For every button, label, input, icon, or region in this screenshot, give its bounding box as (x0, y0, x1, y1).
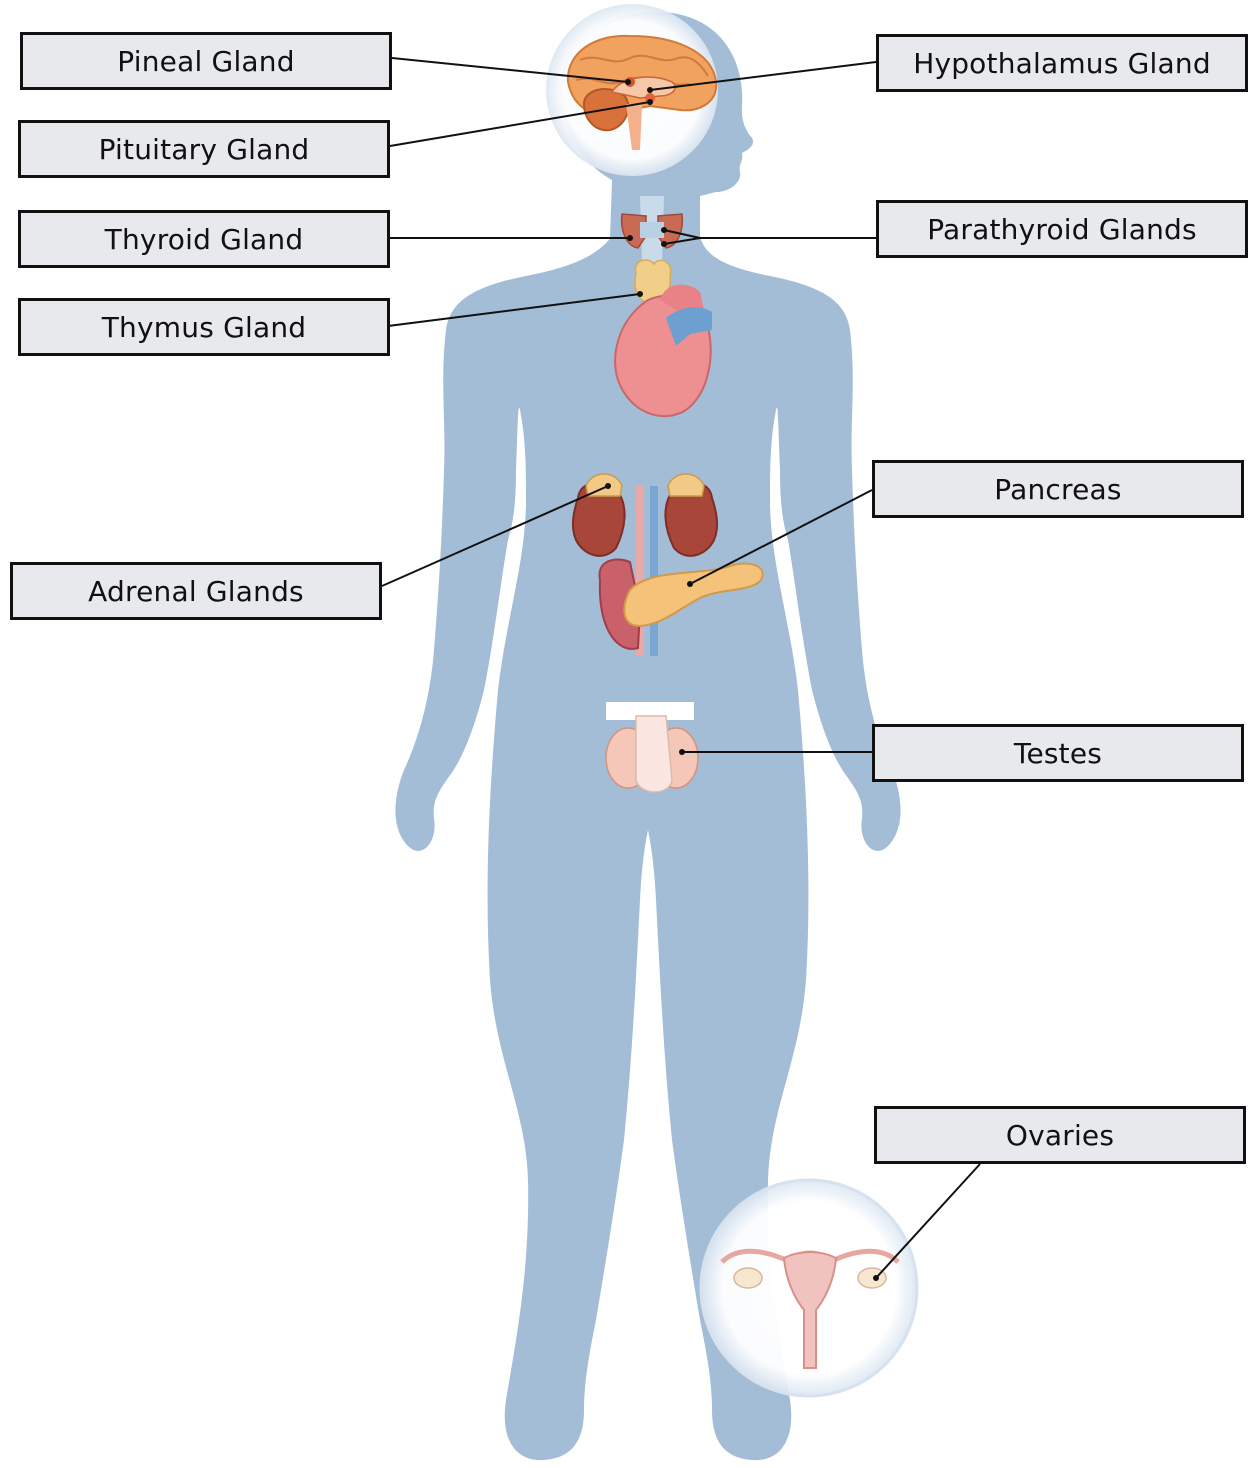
label-adrenal-glands: Adrenal Glands (10, 562, 382, 620)
label-thymus-gland: Thymus Gland (18, 298, 390, 356)
label-thymus-text: Thymus Gland (102, 311, 306, 344)
label-pituitary-gland: Pituitary Gland (18, 120, 390, 178)
label-hypothalamus-text: Hypothalamus Gland (913, 47, 1211, 80)
testes-illustration (606, 702, 698, 792)
label-testes: Testes (872, 724, 1244, 782)
label-hypothalamus-gland: Hypothalamus Gland (876, 34, 1248, 92)
label-ovaries-text: Ovaries (1006, 1119, 1114, 1152)
brain-illustration (546, 4, 718, 176)
label-pineal-text: Pineal Gland (117, 45, 294, 78)
label-ovaries: Ovaries (874, 1106, 1246, 1164)
label-thyroid-text: Thyroid Gland (105, 223, 304, 256)
label-pituitary-text: Pituitary Gland (99, 133, 310, 166)
label-thyroid-gland: Thyroid Gland (18, 210, 390, 268)
label-pancreas-text: Pancreas (994, 473, 1121, 506)
label-parathyroid-text: Parathyroid Glands (927, 213, 1197, 246)
label-adrenal-text: Adrenal Glands (88, 575, 304, 608)
label-parathyroid-glands: Parathyroid Glands (876, 200, 1248, 258)
label-pineal-gland: Pineal Gland (20, 32, 392, 90)
label-pancreas: Pancreas (872, 460, 1244, 518)
ovaries-illustration (701, 1180, 917, 1396)
label-testes-text: Testes (1014, 737, 1102, 770)
